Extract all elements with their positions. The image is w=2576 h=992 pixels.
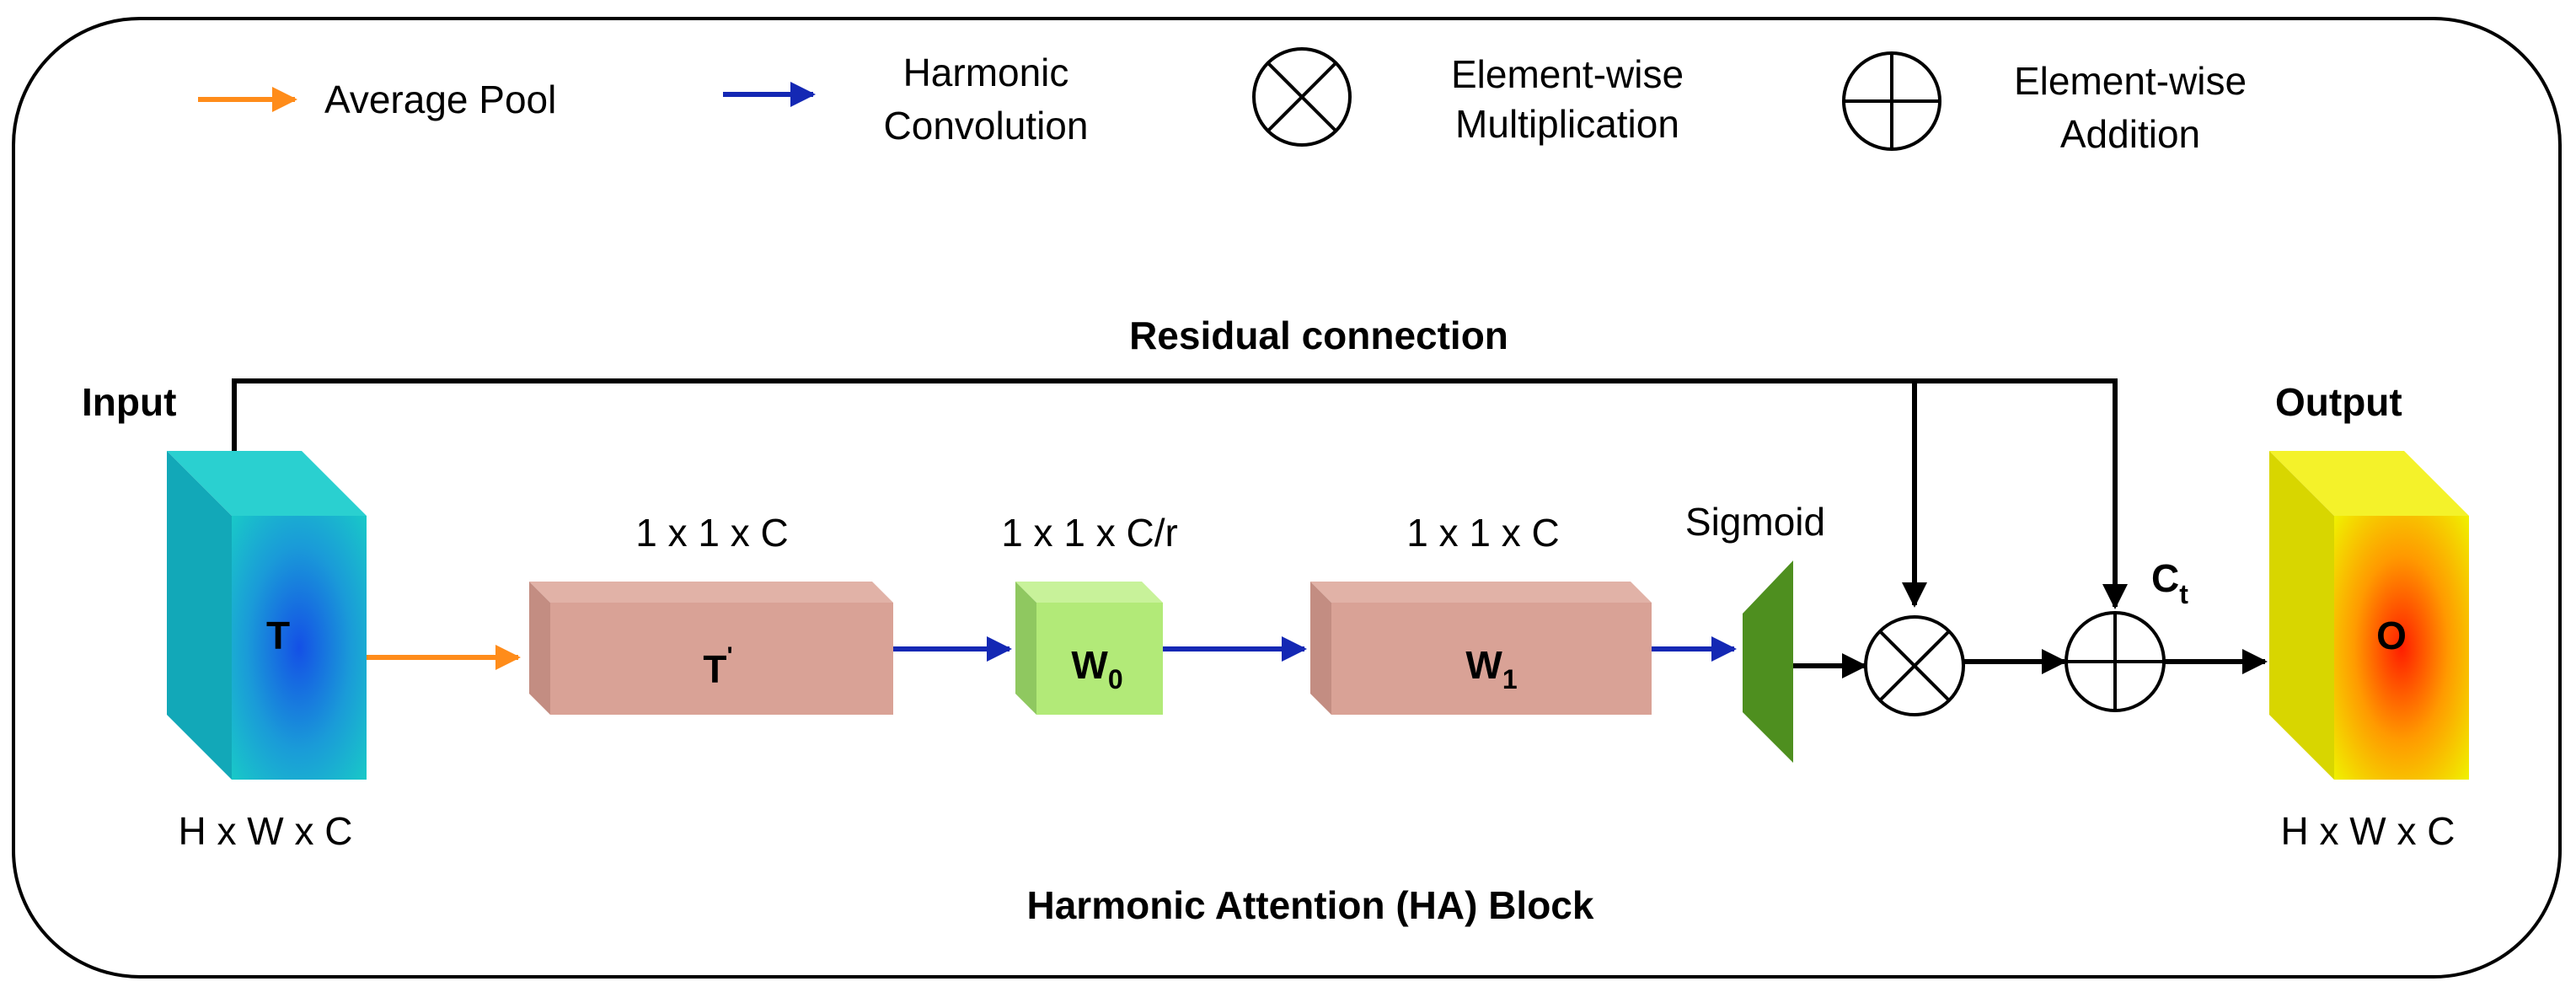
block-frame: [12, 17, 2562, 979]
w0-dims: 1 x 1 x C/r: [1001, 511, 1178, 555]
tprime-dims: 1 x 1 x C: [635, 511, 789, 555]
legend-harmonic-conv-label-2: Convolution: [884, 104, 1089, 147]
output-tensor: [2269, 451, 2469, 780]
add-icon: [1842, 51, 1941, 151]
legend-mult-label-2: Multiplication: [1455, 102, 1679, 146]
add-node: [2065, 611, 2166, 712]
tprime-box: [529, 582, 893, 715]
input-label: Input: [82, 380, 176, 424]
legend-add-label-1: Element-wise: [2014, 59, 2247, 103]
tensor-tprime-label: T': [703, 642, 732, 691]
input-tensor: [167, 451, 367, 780]
tensor-w1-label: W1: [1465, 643, 1517, 694]
tensor-t-label: T: [266, 614, 290, 657]
multiply-node: [1864, 615, 1965, 716]
tensor-o-label: O: [2376, 614, 2407, 657]
block-title: Harmonic Attention (HA) Block: [1027, 883, 1594, 927]
sigmoid-label: Sigmoid: [1685, 500, 1825, 544]
legend-add-label-2: Addition: [2060, 112, 2200, 156]
legend-mult-label-1: Element-wise: [1451, 52, 1684, 96]
multiply-icon: [1252, 47, 1352, 147]
w1-box: [1310, 582, 1652, 715]
residual-label: Residual connection: [1129, 314, 1508, 357]
w1-dims: 1 x 1 x C: [1406, 511, 1560, 555]
sigmoid-block: [1743, 560, 1793, 763]
residual-connection: [232, 378, 2128, 609]
input-dims: H x W x C: [179, 809, 353, 853]
output-label: Output: [2275, 380, 2402, 424]
legend: Average Pool Harmonic Convolution Elemen…: [198, 47, 2247, 156]
output-dims: H x W x C: [2281, 809, 2456, 853]
legend-harmonic-conv-label-1: Harmonic: [903, 51, 1069, 94]
ct-label: Ct: [2151, 556, 2188, 609]
w0-box: [1015, 582, 1163, 715]
legend-avg-pool-label: Average Pool: [324, 78, 556, 121]
tensor-w0-label: W0: [1071, 643, 1122, 694]
